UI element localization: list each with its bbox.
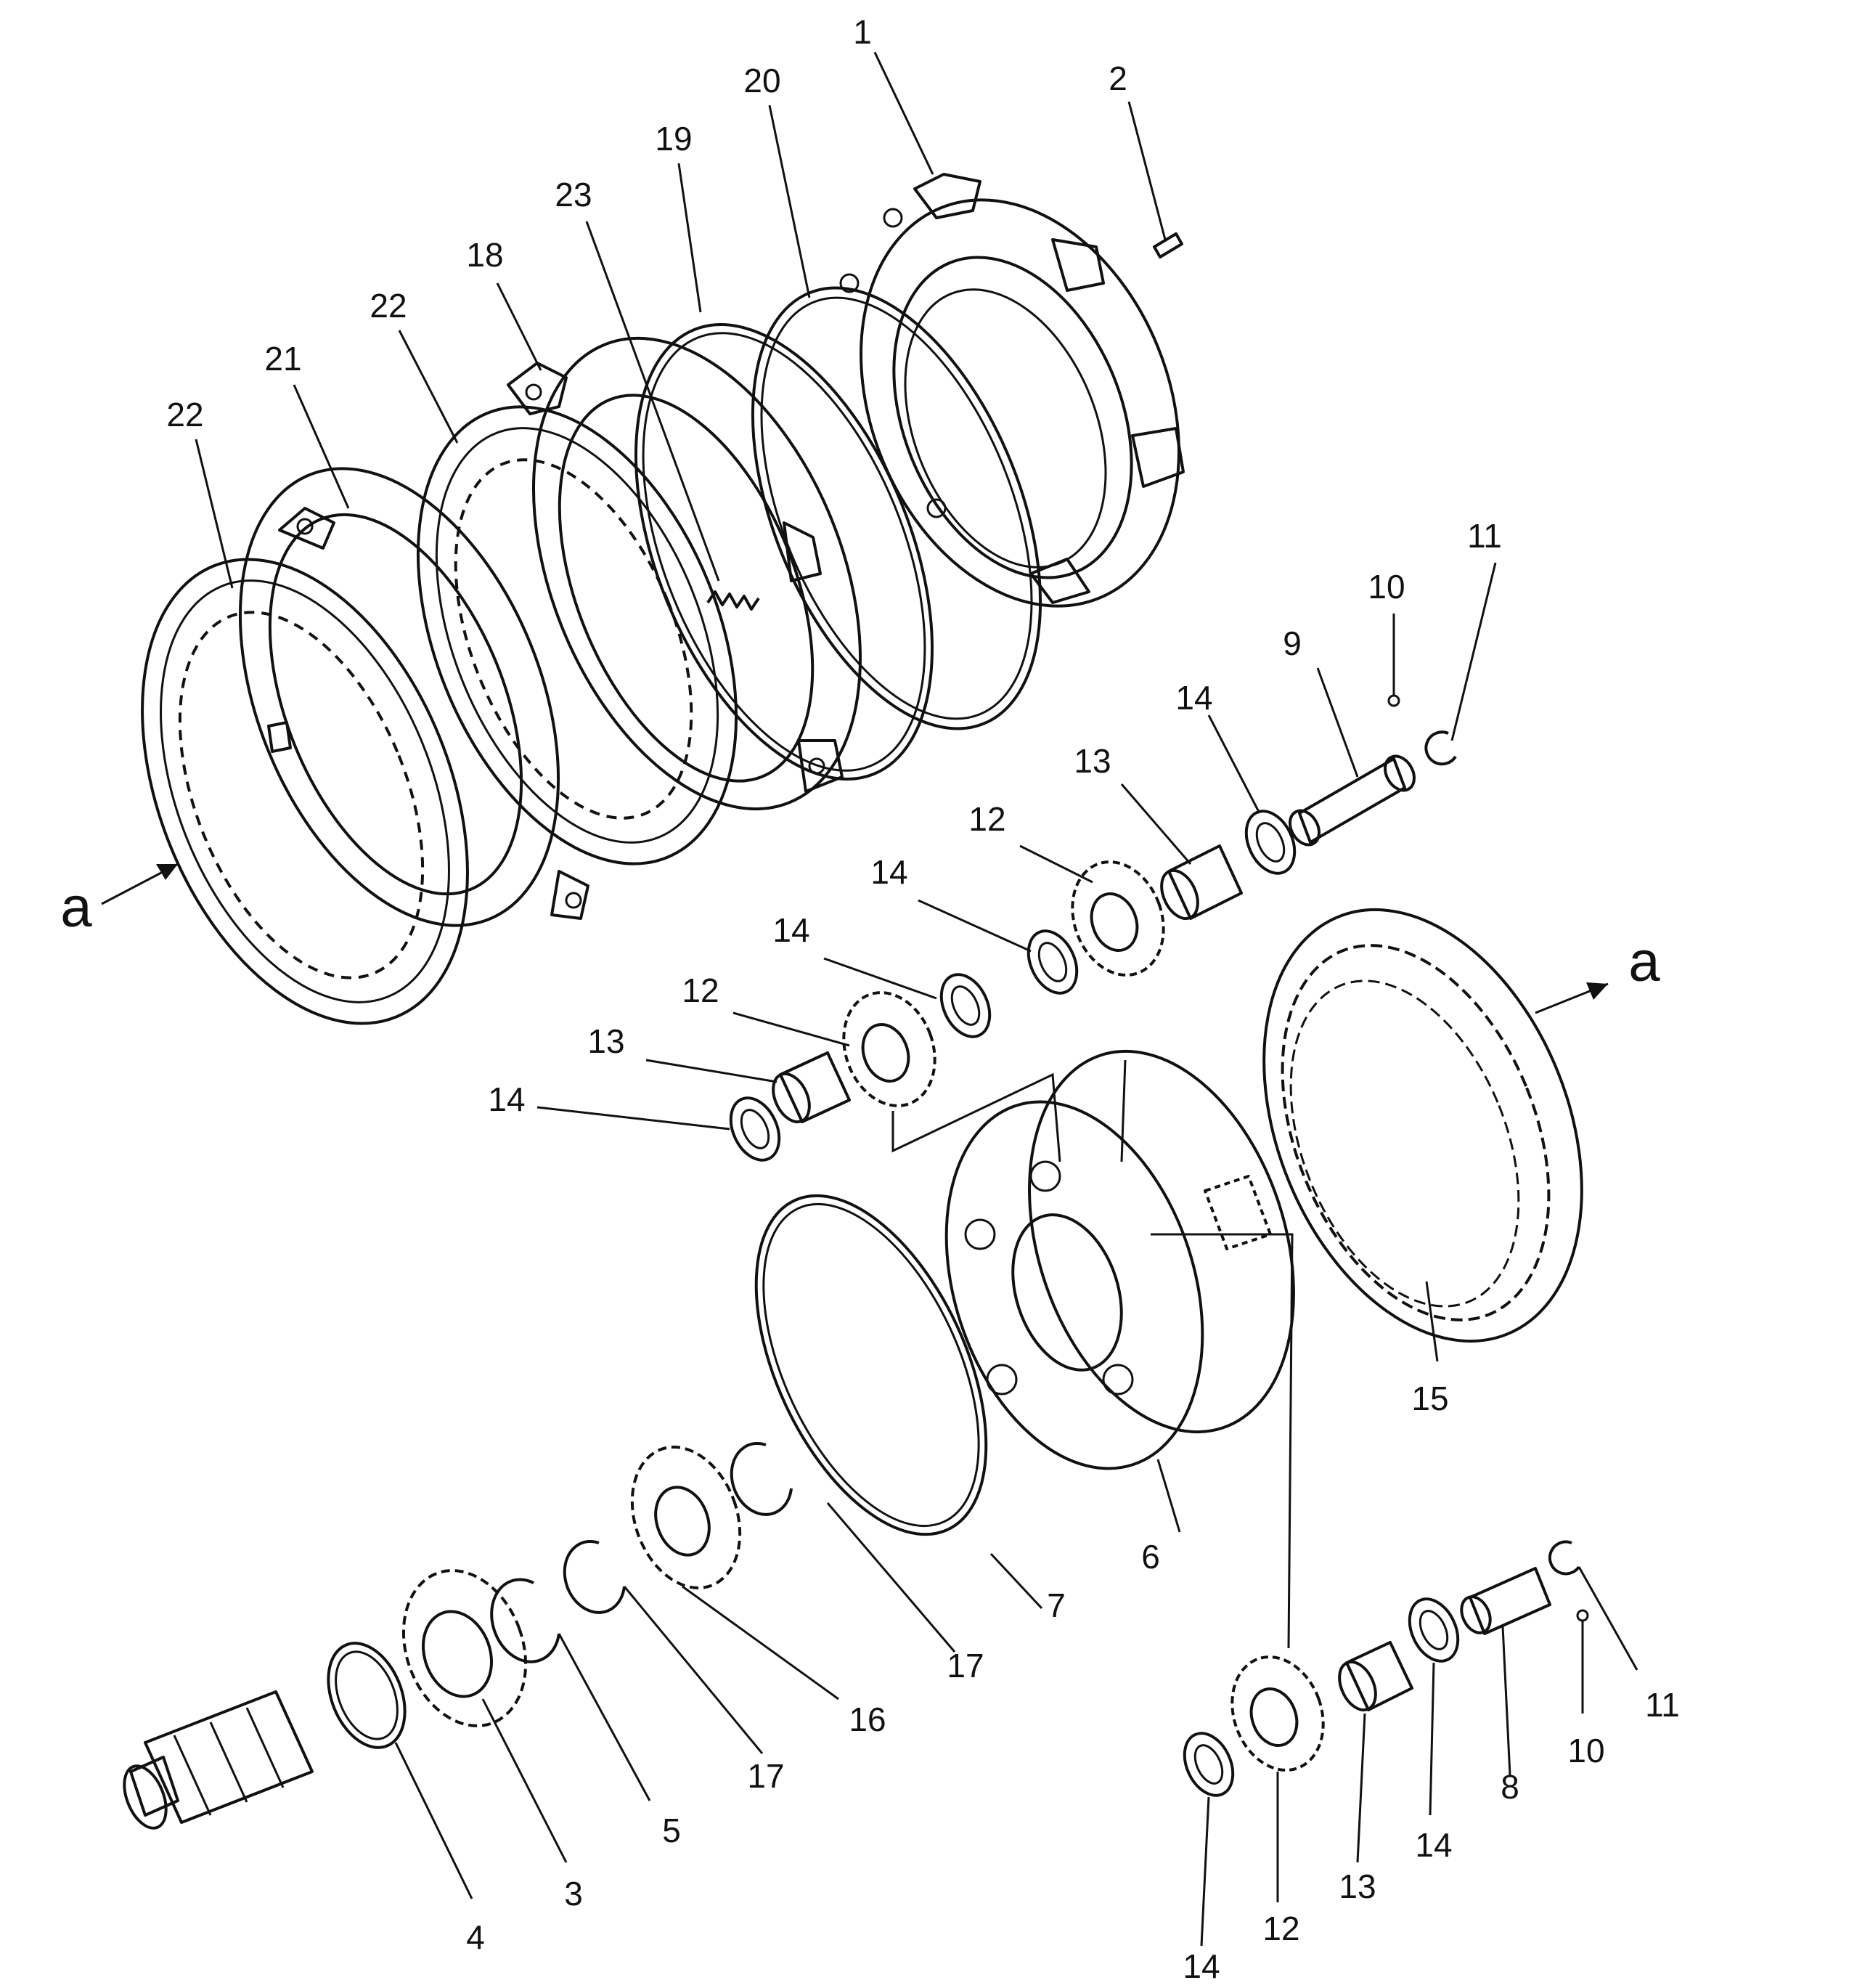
callout-labels: 1 2 20 19 23 18 22 21 22 11 10 9 14 13 1…: [166, 13, 1679, 1985]
part-12-planet-gear-c: [1230, 1655, 1325, 1772]
callout-11-lower: 11: [1645, 1686, 1680, 1724]
callout-17-upper: 17: [947, 1647, 984, 1684]
part-14-thrust-washer-c: [939, 973, 992, 1038]
callout-10-lower: 10: [1567, 1732, 1604, 1769]
part-15-ring-gear: [1262, 908, 1583, 1343]
input-splined-shaft: [123, 1690, 314, 1830]
callout-6: 6: [1141, 1538, 1160, 1576]
callout-14-f: 14: [1183, 1947, 1220, 1985]
part-22-friction-disc-upper: [416, 405, 738, 865]
part-12-planet-gear-b: [842, 991, 936, 1107]
part-10-ball-upper: [1387, 694, 1400, 707]
view-marker-a-left: a: [60, 875, 92, 939]
callout-4: 4: [466, 1918, 485, 1956]
part-14-thrust-washer-f: [1183, 1732, 1235, 1797]
callout-12-a: 12: [968, 800, 1005, 838]
part-16-sun-gear: [630, 1446, 742, 1589]
leader-lines: [195, 52, 1638, 1947]
part-14-thrust-washer-d: [729, 1096, 781, 1162]
part-13-needle-bearing-b: [772, 1051, 851, 1124]
part-14-thrust-washer-b: [1026, 929, 1079, 995]
callout-1: 1: [853, 13, 872, 51]
callout-19: 19: [655, 120, 692, 158]
callout-2: 2: [1109, 60, 1127, 97]
part-17-snap-ring-lower: [563, 1540, 626, 1614]
callout-14-c: 14: [772, 911, 809, 949]
callout-18: 18: [466, 236, 503, 274]
callout-12-c: 12: [1262, 1910, 1299, 1947]
callout-14-d: 14: [488, 1080, 525, 1118]
view-arrow-left: [101, 863, 179, 905]
part-7-o-ring: [754, 1194, 988, 1536]
callout-11-upper: 11: [1467, 517, 1502, 555]
part-10-ball-lower: [1576, 1609, 1589, 1622]
callout-22-lower: 22: [166, 396, 203, 433]
callout-20: 20: [743, 62, 780, 99]
callout-17-lower: 17: [747, 1757, 784, 1795]
view-arrow-right: [1535, 982, 1609, 1014]
part-1-clutch-housing: [839, 173, 1185, 608]
part-22-friction-disc-lower: [141, 558, 469, 1025]
callout-16: 16: [849, 1700, 886, 1738]
part-11-snap-ring-upper: [1424, 730, 1457, 766]
part-14-thrust-washer-e: [1408, 1597, 1460, 1663]
callout-13-b: 13: [587, 1022, 624, 1060]
part-12-planet-gear-a: [1071, 860, 1165, 977]
callout-14-e: 14: [1415, 1826, 1452, 1864]
callout-14-a: 14: [1175, 679, 1212, 717]
callout-21: 21: [264, 340, 301, 378]
callout-5: 5: [662, 1812, 681, 1849]
callout-7: 7: [1047, 1586, 1066, 1624]
callout-10-upper: 10: [1368, 568, 1405, 606]
part-11-snap-ring-lower: [1548, 1540, 1580, 1576]
callout-13-c: 13: [1339, 1867, 1376, 1905]
callout-9: 9: [1283, 624, 1302, 662]
part-6-planet-carrier: [944, 1049, 1295, 1470]
callout-12-b: 12: [682, 971, 719, 1009]
part-17-snap-ring-upper: [730, 1442, 793, 1516]
part-9-planet-shaft-upper: [1289, 754, 1416, 847]
callout-8: 8: [1501, 1768, 1519, 1806]
part-4-spacer-ring: [327, 1642, 407, 1749]
part-2-pin: [1153, 232, 1183, 258]
part-21-separator-plate: [238, 467, 589, 927]
callout-15: 15: [1411, 1380, 1448, 1417]
callout-13-a: 13: [1074, 742, 1111, 780]
callout-22-upper: 22: [370, 287, 407, 325]
part-8-planet-shaft-lower: [1460, 1567, 1551, 1635]
part-14-thrust-washer-a: [1244, 810, 1297, 875]
part-13-needle-bearing-a: [1160, 844, 1243, 921]
part-5-snap-ring: [490, 1578, 560, 1663]
callout-23: 23: [555, 176, 592, 213]
part-13-needle-bearing-c: [1338, 1641, 1413, 1712]
callout-14-b: 14: [870, 853, 907, 891]
view-marker-a-right: a: [1628, 929, 1660, 993]
assembly-bracket-leader: [891, 1072, 1061, 1162]
part-3-gear: [401, 1569, 528, 1727]
callout-3: 3: [564, 1875, 583, 1912]
part-23-spring: [706, 590, 760, 611]
part-18-piston-plate: [507, 336, 862, 811]
